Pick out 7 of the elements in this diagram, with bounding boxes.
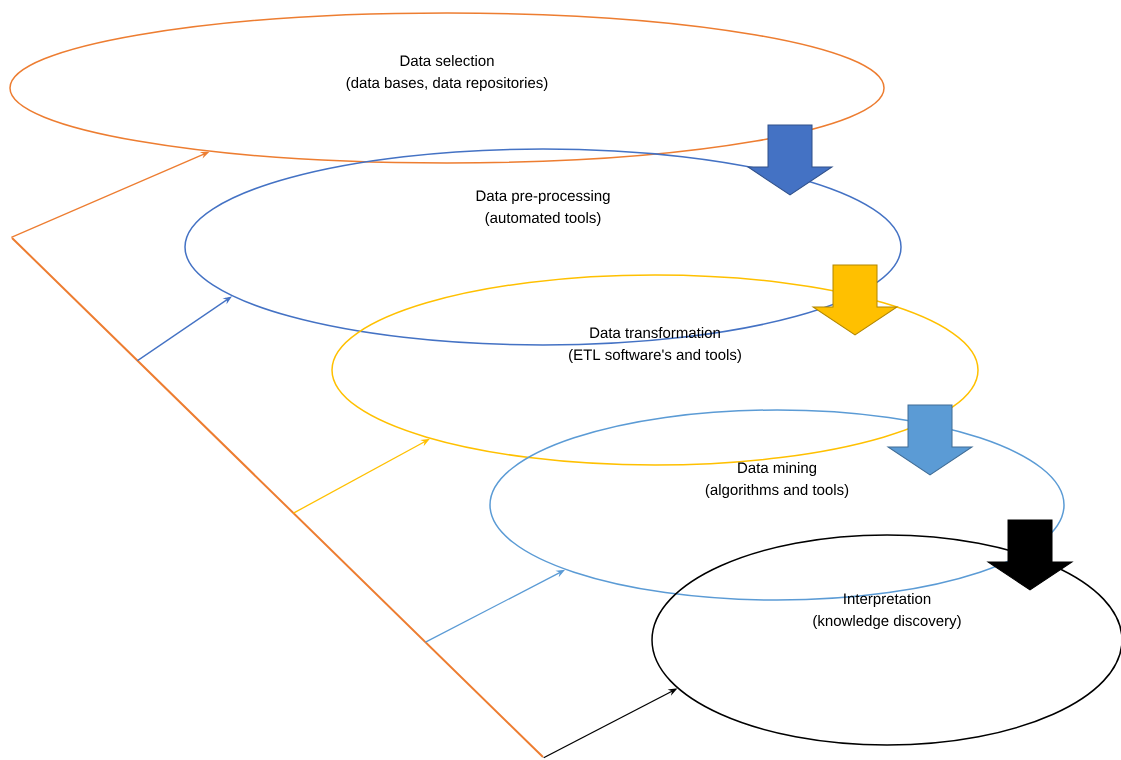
block-arrow [747, 124, 833, 196]
ellipse-stage: Interpretation (knowledge discovery) [651, 534, 1121, 746]
ellipse-stage: Data selection (data bases, data repositories) [9, 12, 885, 164]
block-arrow [987, 519, 1073, 591]
block-arrow [812, 264, 898, 336]
block-arrow [887, 404, 973, 476]
spine-line [11, 237, 544, 758]
